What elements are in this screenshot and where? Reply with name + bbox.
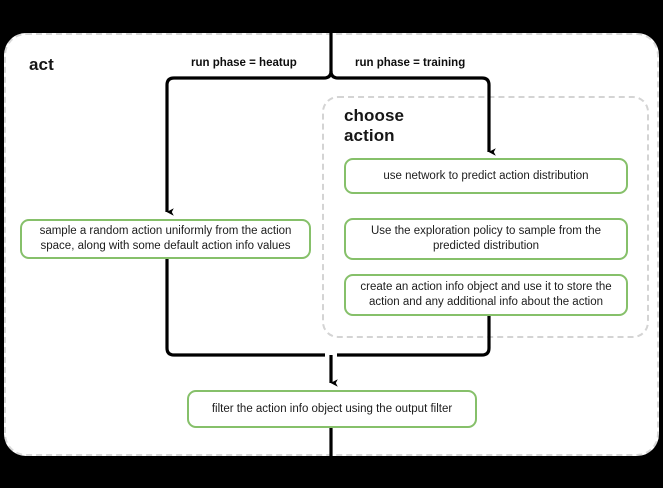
edge-label-training: run phase = training [355,57,466,69]
node-filter-action-info[interactable]: filter the action info object using the … [187,390,477,428]
node-create-action-info[interactable]: create an action info object and use it … [344,274,628,316]
choose-action-title: choose action [344,106,405,145]
edge-label-heatup: run phase = heatup [191,57,297,69]
node-sample-random-action[interactable]: sample a random action uniformly from th… [20,219,311,259]
node-exploration-policy[interactable]: Use the exploration policy to sample fro… [344,218,628,260]
node-use-network-predict[interactable]: use network to predict action distributi… [344,158,628,194]
act-title: act [29,55,54,74]
